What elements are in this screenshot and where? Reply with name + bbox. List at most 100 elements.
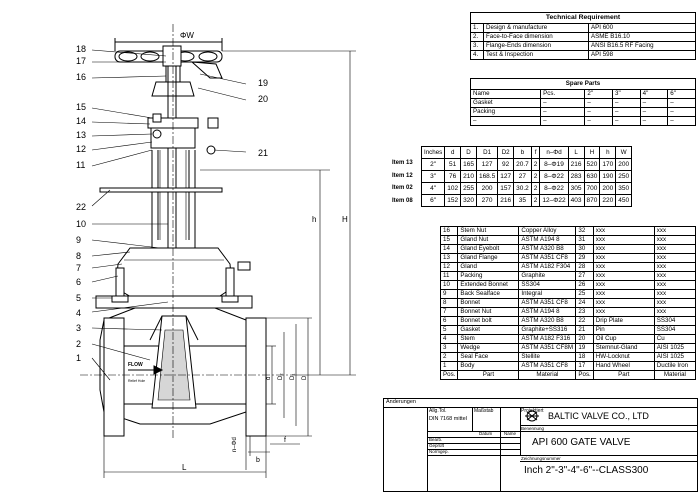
- spare-cell: –: [667, 98, 696, 108]
- spare-cell: –: [584, 98, 614, 108]
- dim-item-label: Item 12: [392, 172, 413, 179]
- name-label: Name: [504, 431, 517, 436]
- bom-cell: Graphite: [518, 271, 577, 281]
- bom-cell: HW-Locknut: [592, 352, 655, 362]
- bom-cell: 23: [575, 307, 594, 317]
- bom-cell: xxx: [653, 280, 697, 290]
- spare-cell: –: [469, 116, 542, 126]
- bom-cell: SS304: [518, 280, 577, 290]
- dim-cell: 630: [583, 170, 601, 183]
- dim-header-cell: f: [530, 146, 541, 159]
- dim-cell: 12–Φ22: [539, 194, 569, 207]
- bom-cell: xxx: [592, 280, 655, 290]
- bom-cell: 27: [575, 271, 594, 281]
- bom-cell: Extended Bonnet: [457, 280, 520, 290]
- bom-cell: Seal Face: [457, 352, 520, 362]
- spare-cell: –: [612, 107, 641, 117]
- bom-cell: xxx: [653, 235, 697, 245]
- bom-cell: xxx: [653, 271, 697, 281]
- bom-cell: 1: [439, 361, 459, 371]
- bom-cell: 25: [575, 289, 594, 299]
- callout-number: 19: [258, 78, 268, 88]
- tech-cell: 2.: [470, 32, 484, 42]
- bom-cell: Cu: [653, 334, 697, 344]
- spare-cell: –: [612, 98, 641, 108]
- bom-cell: 20: [575, 334, 594, 344]
- tolerance-label: Allg.Tol.: [429, 408, 447, 414]
- dim-header-cell: n–Φd: [539, 146, 569, 159]
- callout-number: 1: [76, 353, 81, 363]
- tech-cell: 3.: [470, 41, 484, 51]
- bom-cell: xxx: [592, 235, 655, 245]
- spare-header-cell: Name: [469, 89, 542, 99]
- dim-header-cell: D: [460, 146, 477, 159]
- callout-number: 20: [258, 94, 268, 104]
- changes-label: Änderungen: [386, 399, 416, 405]
- bom-cell: Gland: [457, 262, 520, 272]
- spare-cell: –: [540, 116, 586, 126]
- spare-cell: –: [584, 107, 614, 117]
- spare-cell: –: [639, 116, 669, 126]
- tech-cell: ASME B16.10: [588, 32, 696, 42]
- tech-cell: API 598: [588, 50, 696, 60]
- dim-cell: 8–Φ19: [539, 158, 569, 171]
- bom-cell: xxx: [592, 307, 655, 317]
- tech-cell: Test & Inspection: [483, 50, 589, 60]
- bom-footer-cell: Pos.: [439, 370, 459, 380]
- b-dimension-label: b: [256, 457, 260, 464]
- dim-header-cell: H: [583, 146, 601, 159]
- callout-number: 21: [258, 148, 268, 158]
- dim-cell: 127: [497, 170, 515, 183]
- bom-cell: SS304: [653, 316, 697, 326]
- callout-number: 11: [76, 160, 85, 170]
- dim-cell: 35: [513, 194, 532, 207]
- bom-cell: ASTM A320 B8: [518, 244, 577, 254]
- bom-cell: Gland Nut: [457, 235, 520, 245]
- bom-cell: 10: [439, 280, 459, 290]
- dim-cell: 200: [615, 158, 633, 171]
- dim-header-cell: L: [567, 146, 585, 159]
- dim-cell: 157: [497, 182, 515, 195]
- bom-cell: ASTM A351 CF8: [518, 361, 577, 371]
- bom-cell: Gland Eyebolt: [457, 244, 520, 254]
- bom-cell: 29: [575, 253, 594, 263]
- spare-header-cell: Pcs.: [540, 89, 586, 99]
- h-small-label: h: [312, 215, 316, 224]
- dim-cell: 283: [567, 170, 585, 183]
- dim-header-cell: h: [599, 146, 617, 159]
- callout-number: 14: [76, 116, 86, 126]
- datum-label: Datum: [479, 431, 493, 436]
- bom-cell: xxx: [653, 289, 697, 299]
- dim-cell: 200: [475, 182, 499, 195]
- callout-number: 3: [76, 323, 81, 333]
- dim-cell: 2: [530, 182, 541, 195]
- spare-header-cell: 4": [639, 89, 669, 99]
- company-name: BALTIC VALVE CO., LTD: [548, 411, 649, 421]
- spare-header-cell: 6": [667, 89, 696, 99]
- bom-cell: 11: [439, 271, 459, 281]
- bom-cell: 14: [439, 244, 459, 254]
- norm-label: Normgep.: [429, 449, 449, 454]
- bom-cell: 26: [575, 280, 594, 290]
- dim-item-label: Item 02: [392, 185, 413, 191]
- bom-cell: 24: [575, 298, 594, 308]
- spare-header-cell: 2": [584, 89, 614, 99]
- bom-cell: Stellite: [518, 352, 577, 362]
- dim-cell: 165: [460, 158, 477, 171]
- bom-cell: Oil Cup: [592, 334, 655, 344]
- spare-title: Spare Parts: [470, 78, 696, 90]
- bom-cell: 30: [575, 244, 594, 254]
- bom-cell: ASTM A194 8: [518, 235, 577, 245]
- tech-cell: Flange-Ends dimension: [483, 41, 589, 51]
- dim-cell: 200: [599, 182, 617, 195]
